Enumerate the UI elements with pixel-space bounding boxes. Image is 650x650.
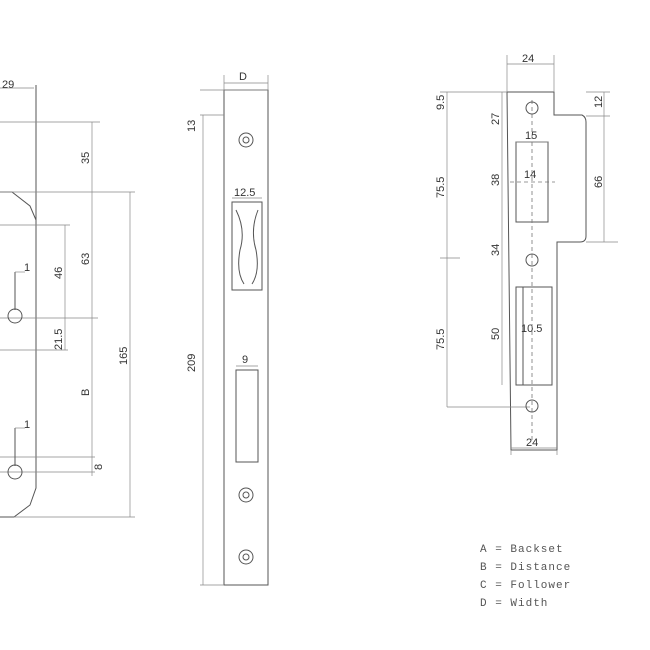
dim-38: 38 <box>490 174 502 186</box>
dim-165: 165 <box>118 347 130 365</box>
dim-27: 27 <box>490 113 502 125</box>
dim-35: 35 <box>80 152 92 164</box>
screw-hole-icon <box>238 549 254 565</box>
dim-75-5b: 75.5 <box>435 329 447 350</box>
faceplate-view: D 13 209 12.5 9 <box>186 71 269 586</box>
legend-item-d: D = Width <box>480 598 549 610</box>
dim-8: 8 <box>93 464 105 470</box>
legend: A = Backset B = Distance C = Follower D … <box>480 541 571 613</box>
dim-1a: 1 <box>24 262 30 274</box>
bolt-slot <box>235 369 259 463</box>
screw-hole-icon <box>525 399 539 413</box>
dim-66: 66 <box>593 176 605 188</box>
screw-hole-icon <box>525 253 539 267</box>
screw-hole-icon <box>238 487 254 503</box>
dim-24-top: 24 <box>522 53 534 65</box>
dim-14: 14 <box>524 169 536 181</box>
dim-D: D <box>239 71 247 83</box>
legend-item-c: C = Follower <box>480 580 572 592</box>
dim-10-5: 10.5 <box>521 323 542 335</box>
dim-15: 15 <box>525 130 537 142</box>
dim-46: 46 <box>53 267 65 279</box>
dim-13: 13 <box>186 120 198 132</box>
dim-29: 29 <box>2 79 14 91</box>
cylinder-hole-icon <box>7 464 23 480</box>
dim-209: 209 <box>186 354 198 372</box>
latch-slot <box>231 201 263 291</box>
dim-1b: 1 <box>24 419 30 431</box>
dim-50: 50 <box>490 328 502 340</box>
dim-24-bottom: 24 <box>526 437 538 449</box>
bolt-opening <box>515 286 553 386</box>
dim-9: 9 <box>242 354 248 366</box>
dim-63: 63 <box>80 253 92 265</box>
dim-75-5a: 75.5 <box>435 177 447 198</box>
dim-34: 34 <box>490 244 502 256</box>
legend-item-b: B = Distance <box>480 562 572 574</box>
lock-body-view: 29 35 63 46 21.5 B 165 8 1 1 <box>0 79 135 518</box>
screw-hole-icon <box>238 132 254 148</box>
screw-hole-icon <box>525 101 539 115</box>
dim-9-5: 9.5 <box>435 95 447 110</box>
dim-12-5: 12.5 <box>234 187 255 199</box>
dim-B: B <box>80 389 92 396</box>
strike-plate-view: 24 24 12 66 9.5 75.5 75.5 27 38 34 50 15… <box>435 53 618 455</box>
dim-12: 12 <box>593 96 605 108</box>
dim-21-5: 21.5 <box>53 329 65 350</box>
follower-hole-icon <box>7 308 23 324</box>
legend-item-a: A = Backset <box>480 544 564 556</box>
